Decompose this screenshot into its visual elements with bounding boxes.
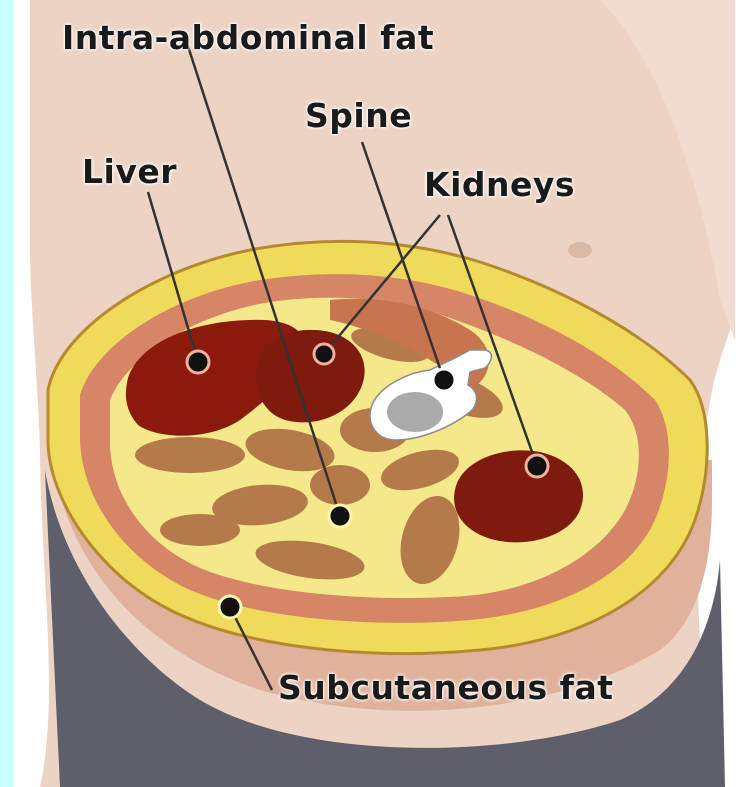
marker-liver: [187, 351, 209, 373]
label-intra-abdominal-fat: Intra-abdominal fat: [62, 18, 434, 57]
label-kidneys: Kidneys: [424, 165, 575, 204]
marker-kidney-right: [314, 344, 334, 364]
label-spine: Spine: [305, 96, 412, 135]
marker-intra-abdominal-fat: [329, 505, 351, 527]
marker-subcutaneous-fat: [219, 596, 241, 618]
label-subcutaneous-fat: Subcutaneous fat: [278, 668, 614, 707]
navel: [568, 242, 592, 258]
marker-kidney-left: [526, 455, 548, 477]
kidney-left: [454, 450, 583, 542]
label-liver: Liver: [82, 152, 177, 191]
marker-spine: [433, 369, 455, 391]
spine-body: [387, 392, 443, 432]
